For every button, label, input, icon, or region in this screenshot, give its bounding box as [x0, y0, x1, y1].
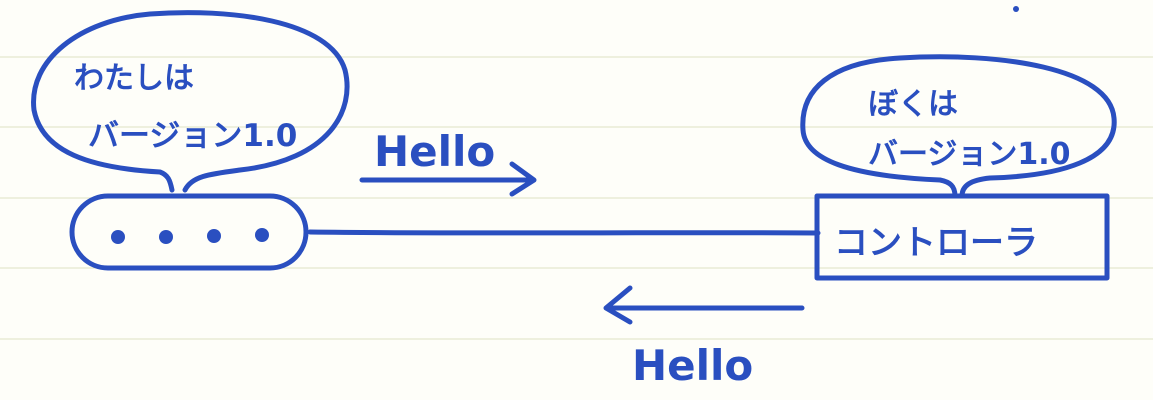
left-bubble-line1: わたしは: [74, 61, 194, 96]
incoming-hello: Hello: [632, 341, 753, 390]
outgoing-arrow: [359, 161, 537, 197]
right-bubble-line1: ぼくは: [868, 87, 958, 122]
left-speech-bubble: [31, 10, 350, 193]
left-bubble-line2: バージョン1.0: [88, 118, 297, 154]
right-speech-bubble: [800, 54, 1117, 199]
ink-speck: [1013, 6, 1019, 12]
outgoing-hello: Hello: [374, 127, 495, 176]
right-bubble-line2: バージョン1.0: [868, 137, 1071, 172]
incoming-arrow: [603, 285, 805, 325]
device-dots-icon: [111, 228, 269, 244]
connection-line: [307, 229, 821, 236]
controller-label: コントローラ: [834, 223, 1038, 263]
controller-box: [814, 193, 1110, 281]
device-box: [69, 193, 309, 271]
